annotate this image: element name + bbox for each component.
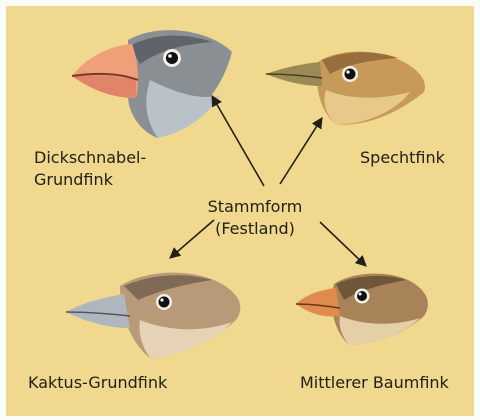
arrow-to-dickschnabel (212, 96, 264, 186)
label-dickschnabel-grundfink: Dickschnabel- Grundfink (34, 147, 146, 191)
finch-head-spechtfink (266, 52, 425, 125)
label-stammform: Stammform (Festland) (180, 196, 330, 240)
label-dickschnabel-line1: Dickschnabel- (34, 147, 146, 169)
finch-head-mittlerer (296, 274, 428, 345)
arrow-to-spechtfink (280, 118, 322, 184)
finch-head-kaktus (66, 273, 240, 358)
label-mittlerer-baumfink: Mittlerer Baumfink (300, 372, 449, 394)
label-stammform-line2: (Festland) (180, 218, 330, 240)
label-stammform-line1: Stammform (180, 196, 330, 218)
finch-head-dickschnabel (72, 30, 232, 138)
label-kaktus-grundfink: Kaktus-Grundfink (28, 372, 167, 394)
label-spechtfink: Spechtfink (360, 147, 445, 169)
label-dickschnabel-line2: Grundfink (34, 169, 146, 191)
